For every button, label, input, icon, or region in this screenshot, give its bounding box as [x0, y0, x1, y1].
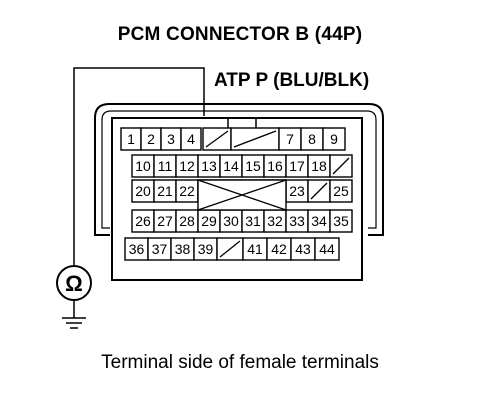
terminal-17: 17 [285, 154, 309, 178]
terminal-number: 12 [179, 158, 195, 174]
probe-wire [73, 67, 205, 265]
terminal-1: 1 [120, 127, 142, 151]
terminal-number: 27 [157, 213, 173, 229]
terminal-8: 8 [300, 127, 324, 151]
terminal-41: 41 [242, 237, 268, 261]
terminal-2: 2 [140, 127, 162, 151]
terminal-number: 7 [286, 131, 294, 147]
terminal-number: 4 [187, 131, 195, 147]
terminal-37: 37 [147, 237, 172, 261]
terminal-35: 35 [329, 209, 353, 233]
terminal-number: 10 [135, 158, 151, 174]
terminal-29: 29 [197, 209, 221, 233]
terminal-number: 34 [311, 213, 327, 229]
terminal-number: 36 [129, 241, 145, 257]
terminal-number: 20 [135, 183, 151, 199]
ohm-symbol: Ω [65, 271, 83, 296]
diagram-caption: Terminal side of female terminals [101, 352, 379, 373]
terminal-7: 7 [278, 127, 302, 151]
terminal-3: 3 [160, 127, 182, 151]
terminal-number: 37 [152, 241, 168, 257]
terminal-number: 32 [267, 213, 283, 229]
terminal-number: 28 [179, 213, 195, 229]
terminal-number: 25 [333, 183, 349, 199]
ground-icon [62, 317, 86, 329]
connector-key [227, 118, 257, 128]
terminal-number: 38 [175, 241, 191, 257]
terminal-number: 17 [289, 158, 305, 174]
terminal-number: 18 [311, 158, 327, 174]
terminal-number: 33 [289, 213, 305, 229]
terminal-42: 42 [266, 237, 292, 261]
terminal-16: 16 [263, 154, 287, 178]
terminal-number: 29 [201, 213, 217, 229]
terminal-39: 39 [193, 237, 218, 261]
terminal-number: 2 [147, 131, 155, 147]
terminal-number: 44 [319, 241, 335, 257]
terminal-25: 25 [329, 179, 353, 203]
connector-shell [94, 103, 384, 236]
terminal-38: 38 [170, 237, 195, 261]
terminal-number: 15 [245, 158, 261, 174]
terminal-empty [230, 127, 280, 151]
terminal-12: 12 [175, 154, 199, 178]
terminal-18: 18 [307, 154, 331, 178]
terminal-number: 30 [223, 213, 239, 229]
terminal-31: 31 [241, 209, 265, 233]
terminal-number: 13 [201, 158, 217, 174]
terminal-20: 20 [131, 179, 155, 203]
terminal-number: 21 [157, 183, 173, 199]
terminal-number: 41 [247, 241, 263, 257]
terminal-4: 4 [180, 127, 202, 151]
terminal-32: 32 [263, 209, 287, 233]
terminal-27: 27 [153, 209, 177, 233]
terminal-number: 26 [135, 213, 151, 229]
diagram-title: PCM CONNECTOR B (44P) [117, 24, 363, 45]
probe-label: ATP P (BLU/BLK) [214, 70, 370, 91]
connector-body [111, 117, 363, 281]
terminal-number: 42 [271, 241, 287, 257]
terminal-empty [202, 127, 232, 151]
terminal-number: 43 [295, 241, 311, 257]
terminal-number: 14 [223, 158, 239, 174]
terminal-number: 11 [158, 158, 173, 174]
terminal-22: 22 [175, 179, 199, 203]
terminal-10: 10 [131, 154, 155, 178]
terminal-number: 9 [330, 131, 338, 147]
terminal-number: 1 [127, 131, 135, 147]
terminal-36: 36 [124, 237, 149, 261]
terminal-26: 26 [131, 209, 155, 233]
terminal-number: 23 [289, 183, 305, 199]
terminal-34: 34 [307, 209, 331, 233]
terminal-14: 14 [219, 154, 243, 178]
terminal-9: 9 [322, 127, 346, 151]
terminal-number: 35 [333, 213, 349, 229]
terminal-number: 22 [179, 183, 195, 199]
terminal-43: 43 [290, 237, 316, 261]
terminal-23: 23 [285, 179, 309, 203]
terminal-number: 3 [167, 131, 175, 147]
connector-shell-inner [101, 110, 377, 229]
terminal-number: 31 [245, 213, 261, 229]
terminal-number: 39 [198, 241, 214, 257]
terminal-empty [307, 179, 331, 203]
terminal-28: 28 [175, 209, 199, 233]
terminal-30: 30 [219, 209, 243, 233]
terminal-44: 44 [314, 237, 340, 261]
terminal-number: 8 [308, 131, 316, 147]
terminal-number: 16 [267, 158, 283, 174]
terminal-33: 33 [285, 209, 309, 233]
terminal-empty [216, 237, 244, 261]
terminal-empty [329, 154, 353, 178]
terminal-13: 13 [197, 154, 221, 178]
terminal-11: 11 [153, 154, 177, 178]
terminal-21: 21 [153, 179, 177, 203]
blank-cavity-cross [197, 179, 287, 211]
terminal-15: 15 [241, 154, 265, 178]
